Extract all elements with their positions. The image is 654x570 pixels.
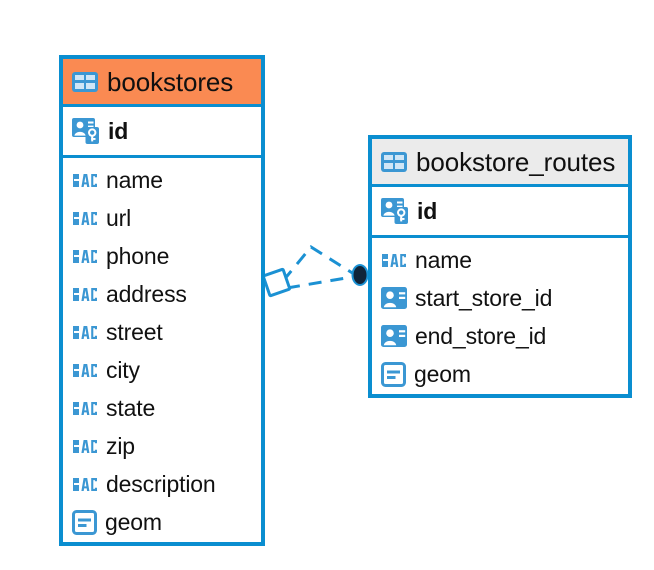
field-label: name [415,246,472,273]
field-label: geom [105,508,162,535]
foreign-key-icon [381,287,407,309]
field-row-name[interactable]: name [63,161,261,199]
field-label: address [106,280,187,307]
field-row-geom[interactable]: geom [63,503,261,541]
field-label: phone [106,242,170,269]
field-label: street [106,318,163,345]
entity-title: bookstores [107,66,234,97]
field-row-description[interactable]: description [63,465,261,503]
field-label: end_store_id [415,322,547,349]
text-abc-icon [72,325,98,340]
field-row-name[interactable]: name [372,241,628,279]
entity-header-bookstore-routes[interactable]: bookstore_routes [372,139,628,187]
text-abc-icon [72,401,98,416]
geometry-icon [72,509,97,535]
text-abc-icon [72,363,98,378]
foreign-key-icon [381,325,407,347]
primary-key-icon [381,197,409,225]
field-row-phone[interactable]: phone [63,237,261,275]
text-abc-icon [72,249,98,264]
table-icon [381,151,407,172]
field-row-address[interactable]: address [63,275,261,313]
diamond-marker[interactable] [261,267,292,298]
field-label: zip [106,432,135,459]
field-row-id[interactable]: id [372,187,628,235]
text-abc-icon [72,173,98,188]
field-label: description [106,470,216,497]
field-label: city [106,356,140,383]
field-label: id [108,117,129,144]
field-row-geom[interactable]: geom [372,355,628,393]
primary-key-section: id [372,187,628,238]
text-abc-icon [381,253,407,268]
primary-key-icon [72,117,100,145]
relationship-line-lower [286,275,353,290]
text-abc-icon [72,211,98,226]
field-label: state [106,394,156,421]
text-abc-icon [72,477,98,492]
field-row-state[interactable]: state [63,389,261,427]
primary-key-section: id [63,107,261,158]
entity-bookstores[interactable]: bookstores [59,55,265,546]
field-row-id[interactable]: id [63,107,261,155]
text-abc-icon [72,287,98,302]
field-label: start_store_id [415,284,553,311]
field-label: name [106,166,163,193]
field-row-end-store-id[interactable]: end_store_id [372,317,628,355]
field-label: id [417,197,438,224]
field-label: url [106,204,132,231]
filled-circle-marker[interactable] [351,264,369,286]
field-list-bookstores: name url [63,158,261,541]
geometry-icon [381,361,406,387]
field-row-street[interactable]: street [63,313,261,351]
entity-header-bookstores[interactable]: bookstores [63,59,261,107]
field-row-start-store-id[interactable]: start_store_id [372,279,628,317]
table-icon [72,71,98,92]
entity-title: bookstore_routes [416,146,616,177]
field-row-city[interactable]: city [63,351,261,389]
entity-bookstore-routes[interactable]: bookstore_routes [368,135,632,398]
relationship-line-upper [281,245,355,282]
text-abc-icon [72,439,98,454]
field-row-zip[interactable]: zip [63,427,261,465]
field-list-bookstore-routes: name start_store_id [372,238,628,393]
field-row-url[interactable]: url [63,199,261,237]
field-label: geom [414,360,471,387]
